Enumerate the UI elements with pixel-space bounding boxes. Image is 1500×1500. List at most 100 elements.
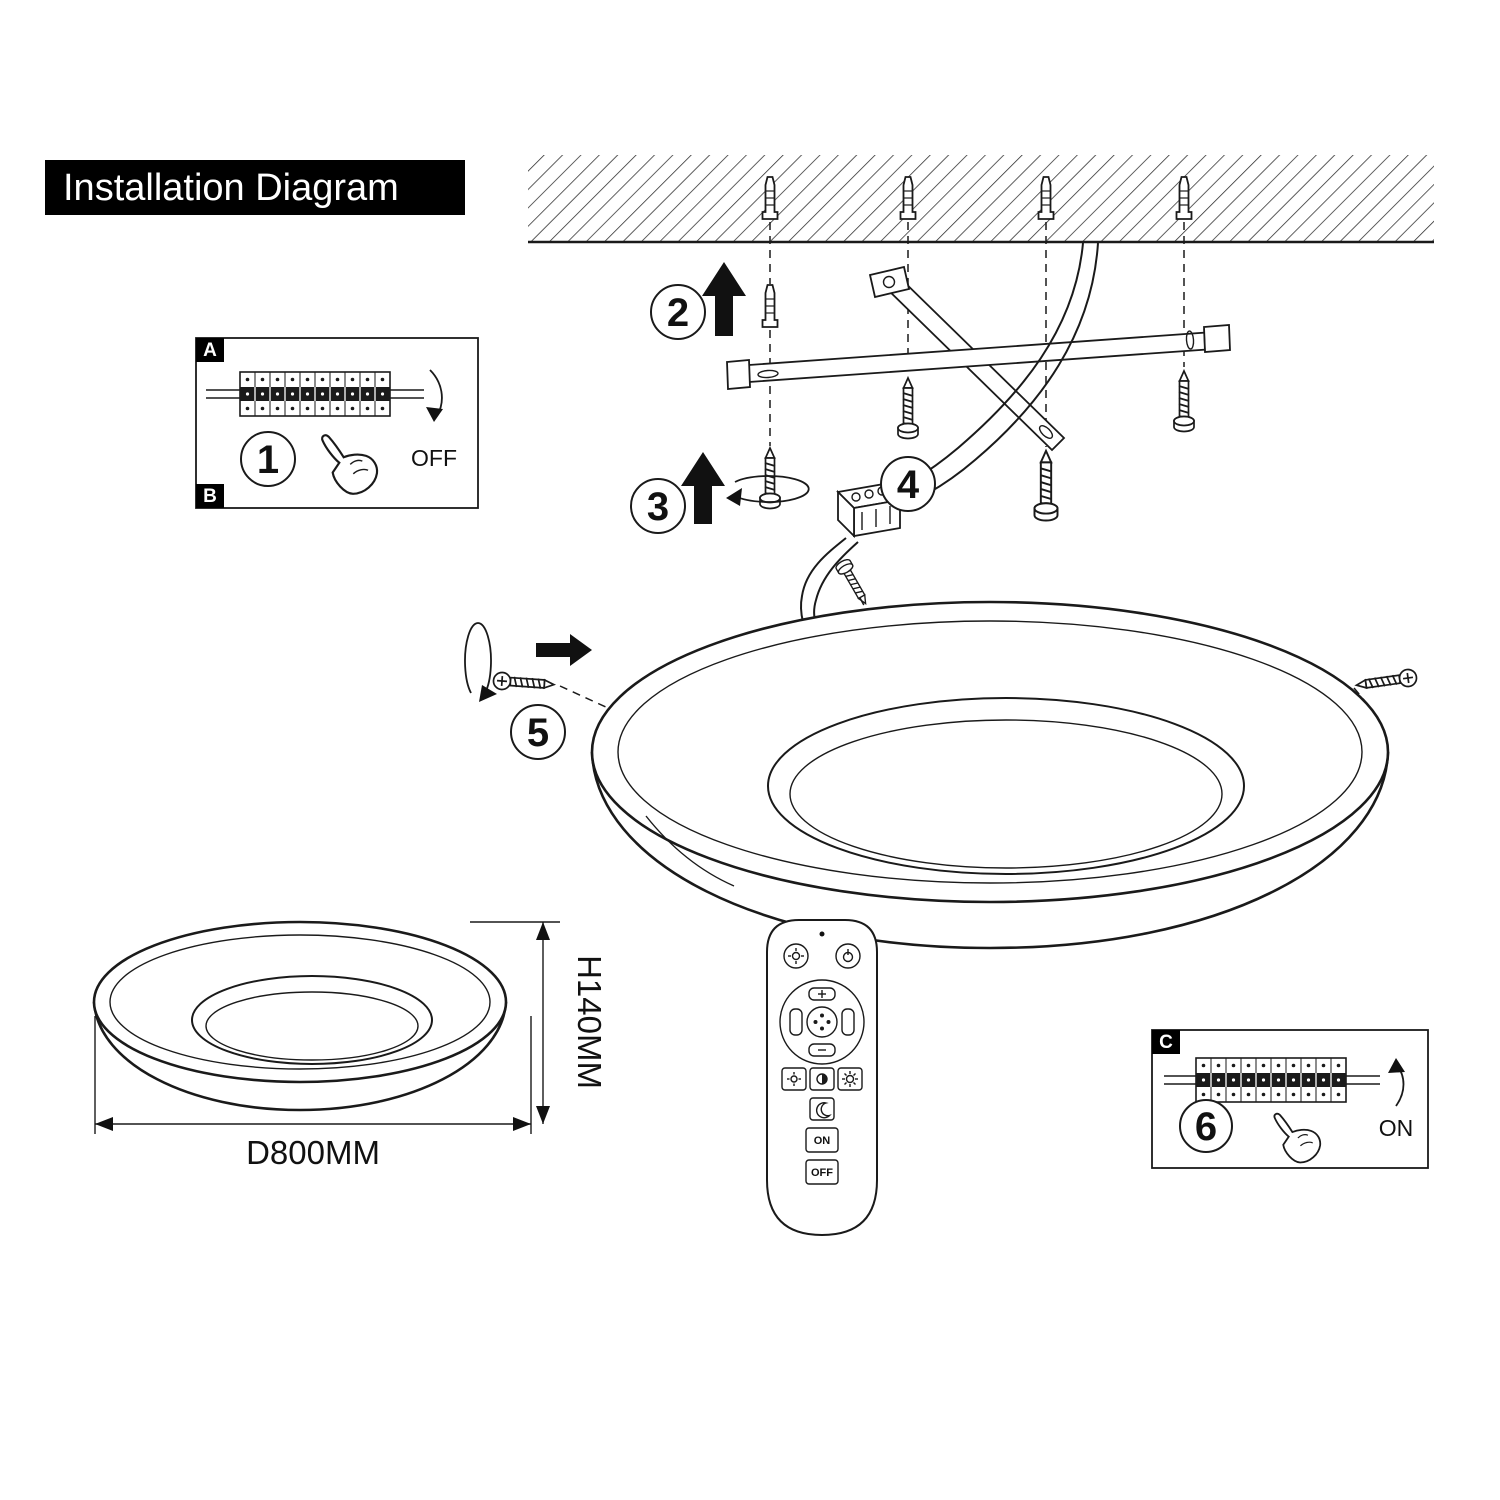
lamp-side-view xyxy=(92,920,508,1112)
page-title: Installation Diagram xyxy=(63,167,399,209)
push-right-arrow-icon xyxy=(536,634,592,666)
lamp-center-hole xyxy=(767,697,1245,875)
step-3-number: 3 xyxy=(647,485,669,529)
ceiling-hatch xyxy=(528,155,1434,242)
push-up-arrow-icon xyxy=(681,452,725,524)
dimension-d800: D800MM xyxy=(94,1016,532,1171)
bracket-slot xyxy=(757,369,779,379)
step-1-badge xyxy=(240,431,296,487)
side-screw-icon xyxy=(492,671,556,694)
step-5-number: 5 xyxy=(527,711,549,755)
breaker-strip xyxy=(1195,1057,1347,1103)
plus-icon xyxy=(818,990,826,998)
panel-a-label: A xyxy=(203,340,217,361)
remote-dpad xyxy=(779,979,865,1065)
light-icon xyxy=(788,948,804,964)
remote-led xyxy=(819,931,825,937)
title-block: Installation Diagram xyxy=(45,160,465,215)
mounting-screw-icon xyxy=(1033,449,1059,522)
panel-c-label: C xyxy=(1159,1032,1173,1053)
bracket-end-plate xyxy=(726,359,751,390)
screw-leader-line xyxy=(1353,687,1375,713)
breaker-panel-a: A B OFF 1 xyxy=(195,337,479,509)
height-label: H140MM xyxy=(571,955,608,1089)
step-6-badge xyxy=(1179,1099,1233,1153)
rotate-arrow-icon xyxy=(734,475,810,503)
cool-light-button xyxy=(841,1008,855,1036)
remote-control: ON OFF xyxy=(766,919,878,1237)
remote-on-button xyxy=(805,1127,839,1153)
title-background xyxy=(45,160,465,215)
night-mode-button xyxy=(809,1097,835,1121)
ceiling xyxy=(528,155,1434,244)
diameter-label: D800MM xyxy=(246,1134,380,1171)
step-2-badge xyxy=(650,284,706,340)
small-lamp-hole xyxy=(191,975,433,1065)
panel-b-label: B xyxy=(203,486,217,507)
mounting-screw-icon xyxy=(1173,370,1195,433)
step-4-number: 4 xyxy=(897,463,920,507)
panel-c-state: ON xyxy=(1379,1115,1414,1141)
small-lamp-outer xyxy=(92,920,508,1084)
power-icon xyxy=(842,949,854,963)
push-up-arrow-icon xyxy=(702,262,746,336)
panel-c-corner-top xyxy=(1152,1030,1180,1054)
bracket-hole xyxy=(882,275,896,289)
lamp-hole-depth xyxy=(789,719,1223,869)
lamp-shading-line xyxy=(645,815,735,887)
mounting-screw-icon xyxy=(897,377,919,440)
moon-icon xyxy=(815,1102,832,1119)
rotate-arrowhead xyxy=(479,685,497,702)
remote-off-label: OFF xyxy=(811,1167,833,1179)
alignment-dashed-lines xyxy=(769,222,1185,447)
bright-sun-icon xyxy=(842,1071,858,1087)
half-brightness-icon xyxy=(816,1073,828,1085)
dim-sun-icon xyxy=(787,1072,801,1086)
dim-light-button xyxy=(781,1067,807,1091)
bright-light-button xyxy=(837,1067,863,1091)
panel-a-state: OFF xyxy=(411,445,457,471)
breaker-strip xyxy=(239,371,391,417)
panel-a-corner-bottom xyxy=(196,484,224,508)
power-button xyxy=(835,943,861,969)
screw-leader-line xyxy=(859,597,874,623)
light-button xyxy=(783,943,809,969)
small-lamp-rim xyxy=(109,934,491,1070)
panel-a-corner-top xyxy=(196,338,224,362)
warm-light-button xyxy=(789,1008,803,1036)
brightness-down-button xyxy=(808,1043,836,1057)
bracket-bend-line xyxy=(1203,328,1206,352)
small-lamp-hole-depth xyxy=(205,991,419,1061)
fixing-screw-icon xyxy=(833,556,874,609)
step-4-badge xyxy=(880,456,936,512)
remote-off-button xyxy=(805,1159,839,1185)
side-screw-icon xyxy=(1354,667,1419,695)
bracket-end-plate xyxy=(1203,324,1231,353)
lamp-rim-line xyxy=(617,620,1363,884)
rotate-arrowhead xyxy=(726,488,742,506)
step-1-number: 1 xyxy=(257,438,279,482)
brightness-up-button xyxy=(808,987,836,1001)
lamp-outer-ring xyxy=(590,600,1390,904)
bracket-slot xyxy=(1185,330,1195,350)
step-3-badge xyxy=(630,478,686,534)
dimension-h140: H140MM xyxy=(470,921,608,1124)
step-5-badge xyxy=(510,704,566,760)
dpad-center-button xyxy=(806,1006,838,1038)
ceiling-lamp xyxy=(590,600,1390,950)
cross-mounting-bracket xyxy=(726,265,1231,452)
bracket-end-plate xyxy=(868,265,911,299)
remote-on-label: ON xyxy=(814,1135,831,1147)
half-brightness-button xyxy=(809,1067,835,1091)
screw-leader-line xyxy=(559,685,609,709)
breaker-panel-c: C ON 6 xyxy=(1151,1029,1429,1170)
bracket-slot xyxy=(1038,425,1054,439)
step-6-number: 6 xyxy=(1195,1105,1217,1149)
step-2-number: 2 xyxy=(667,291,689,335)
curved-arrowhead xyxy=(426,407,443,422)
fan-icon xyxy=(813,1013,831,1031)
curved-arrowhead xyxy=(1388,1058,1405,1073)
mounting-screw-icon xyxy=(759,447,781,510)
